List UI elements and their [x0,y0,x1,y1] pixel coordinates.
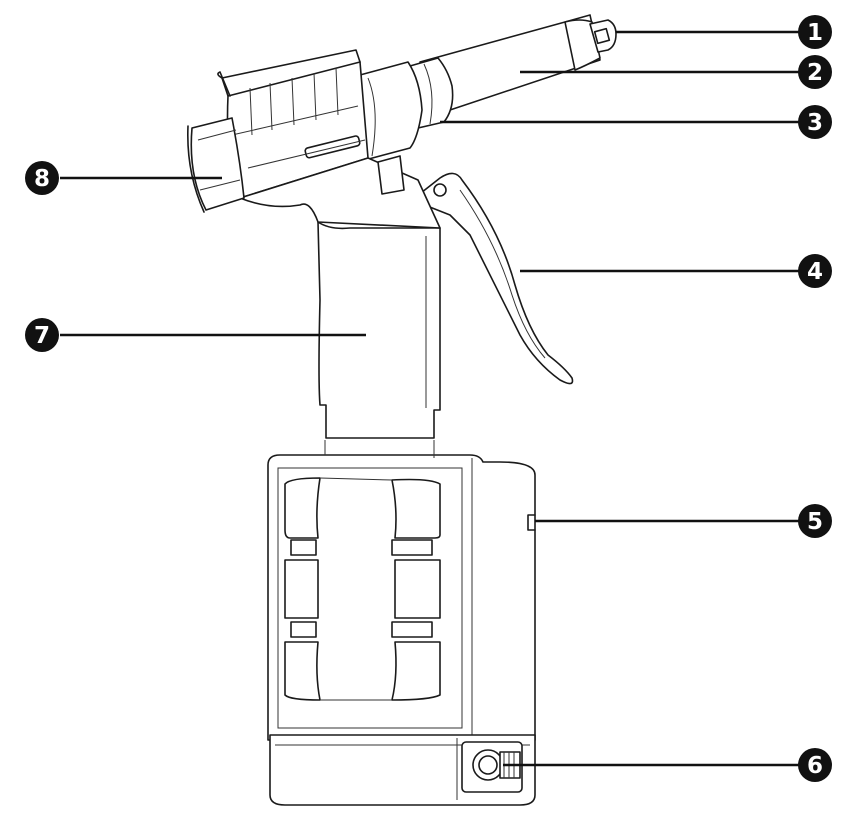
callout-5-badge: 5 [798,504,832,538]
callout-1-number: 1 [807,20,823,46]
callout-2-number: 2 [807,60,823,86]
handle [317,221,441,458]
base-body [267,454,536,741]
leader-lines [60,30,800,767]
air-inlet-fitting [461,741,523,793]
callout-8-number: 8 [34,166,50,192]
callout-4-badge: 4 [798,254,832,288]
callout-2-badge: 2 [798,55,832,89]
callout-6-badge: 6 [798,748,832,782]
callout-3-number: 3 [807,110,823,136]
callout-4-number: 4 [807,259,823,285]
trigger [404,172,574,385]
callout-5-number: 5 [807,509,823,535]
callout-3-badge: 3 [798,105,832,139]
callout-8-badge: 8 [25,161,59,195]
callout-7-badge: 7 [25,318,59,352]
callout-1-badge: 1 [798,15,832,49]
callout-7-number: 7 [34,323,50,349]
tool-head [187,14,617,229]
callout-6-number: 6 [807,753,823,779]
